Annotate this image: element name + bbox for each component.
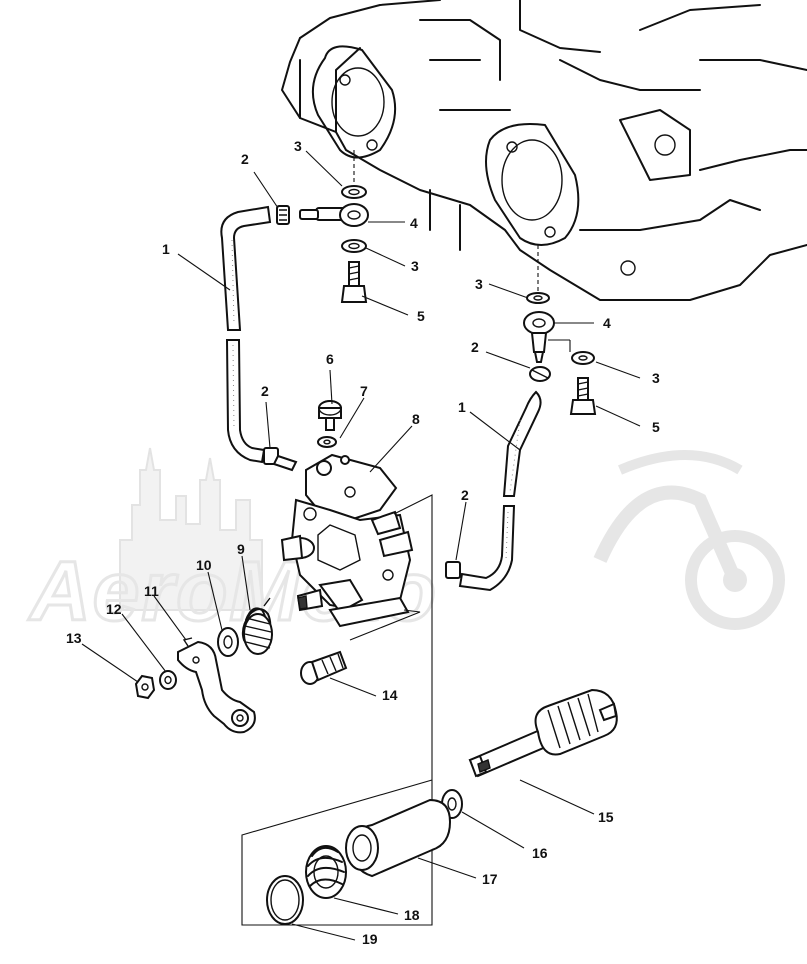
- oil-hose-1-right: [445, 390, 542, 592]
- callout-4-right: 4: [603, 315, 611, 331]
- spring-9: [241, 597, 273, 655]
- callout-5-left: 5: [417, 308, 425, 324]
- banjo-bolt-5-right: [569, 377, 597, 415]
- callout-1-left: 1: [162, 241, 170, 257]
- callout-3-bottom-left: 3: [411, 258, 419, 274]
- banjo-bolt-5-left: [340, 261, 368, 303]
- right-banjo-assembly: [523, 292, 597, 415]
- callout-3-top-right: 3: [475, 276, 483, 292]
- nut-13: [134, 674, 156, 700]
- callout-2-right: 2: [471, 339, 479, 355]
- left-banjo-assembly: [276, 185, 369, 303]
- watermark-motorcycle: [593, 450, 785, 630]
- washer-3-top-right: [526, 292, 550, 304]
- o-ring-19: [266, 875, 304, 925]
- callout-16: 16: [532, 845, 548, 861]
- callout-6: 6: [326, 351, 334, 367]
- leader-lines: [81, 150, 641, 941]
- watermark-skyline: [119, 447, 263, 611]
- callout-17: 17: [482, 871, 498, 887]
- callout-13: 13: [66, 630, 82, 646]
- oil-hose-1-left: [220, 205, 298, 472]
- drive-gear-15: [468, 688, 618, 778]
- callout-2-lower-right: 2: [461, 487, 469, 503]
- banjo-fitting-4-right: [523, 311, 555, 335]
- callout-3-bottom-right: 3: [652, 370, 660, 386]
- screw-14: [300, 650, 348, 685]
- callout-2-mid-left: 2: [261, 383, 269, 399]
- callout-10: 10: [196, 557, 212, 573]
- washer-3-bottom-right: [571, 351, 595, 365]
- washer-7: [317, 436, 337, 448]
- callout-1-right: 1: [458, 399, 466, 415]
- detail-bracket-lines: [241, 494, 433, 926]
- sleeve-17: [345, 798, 452, 878]
- washer-10: [217, 627, 239, 657]
- callout-14: 14: [382, 687, 398, 703]
- cylinder-block: [281, 0, 807, 301]
- callout-11: 11: [144, 583, 159, 599]
- callout-4-left: 4: [410, 215, 418, 231]
- callout-8: 8: [412, 411, 420, 427]
- washer-3-top-left: [341, 185, 367, 199]
- callout-19: 19: [362, 931, 378, 947]
- callout-18: 18: [404, 907, 420, 923]
- bleed-screw-6: [318, 400, 342, 431]
- callout-3-top-left: 3: [294, 138, 302, 154]
- callout-labels: 1 1 2 2 2 2 3 3 3 3 4 4 5 5 6 7 8 9 10 1…: [66, 138, 660, 947]
- callout-2-top-left: 2: [241, 151, 249, 167]
- callout-15: 15: [598, 809, 614, 825]
- washer-3-bottom-left: [341, 239, 367, 253]
- control-lever-11: [177, 637, 256, 734]
- callout-5-right: 5: [652, 419, 660, 435]
- spring-18: [305, 845, 347, 899]
- callout-12: 12: [106, 601, 122, 617]
- callout-9: 9: [237, 541, 245, 557]
- oil-pump-body-8: [280, 453, 414, 628]
- callout-7: 7: [360, 383, 368, 399]
- lock-washer-12: [159, 670, 177, 690]
- hose-clamp-2-lower-right: [445, 561, 461, 579]
